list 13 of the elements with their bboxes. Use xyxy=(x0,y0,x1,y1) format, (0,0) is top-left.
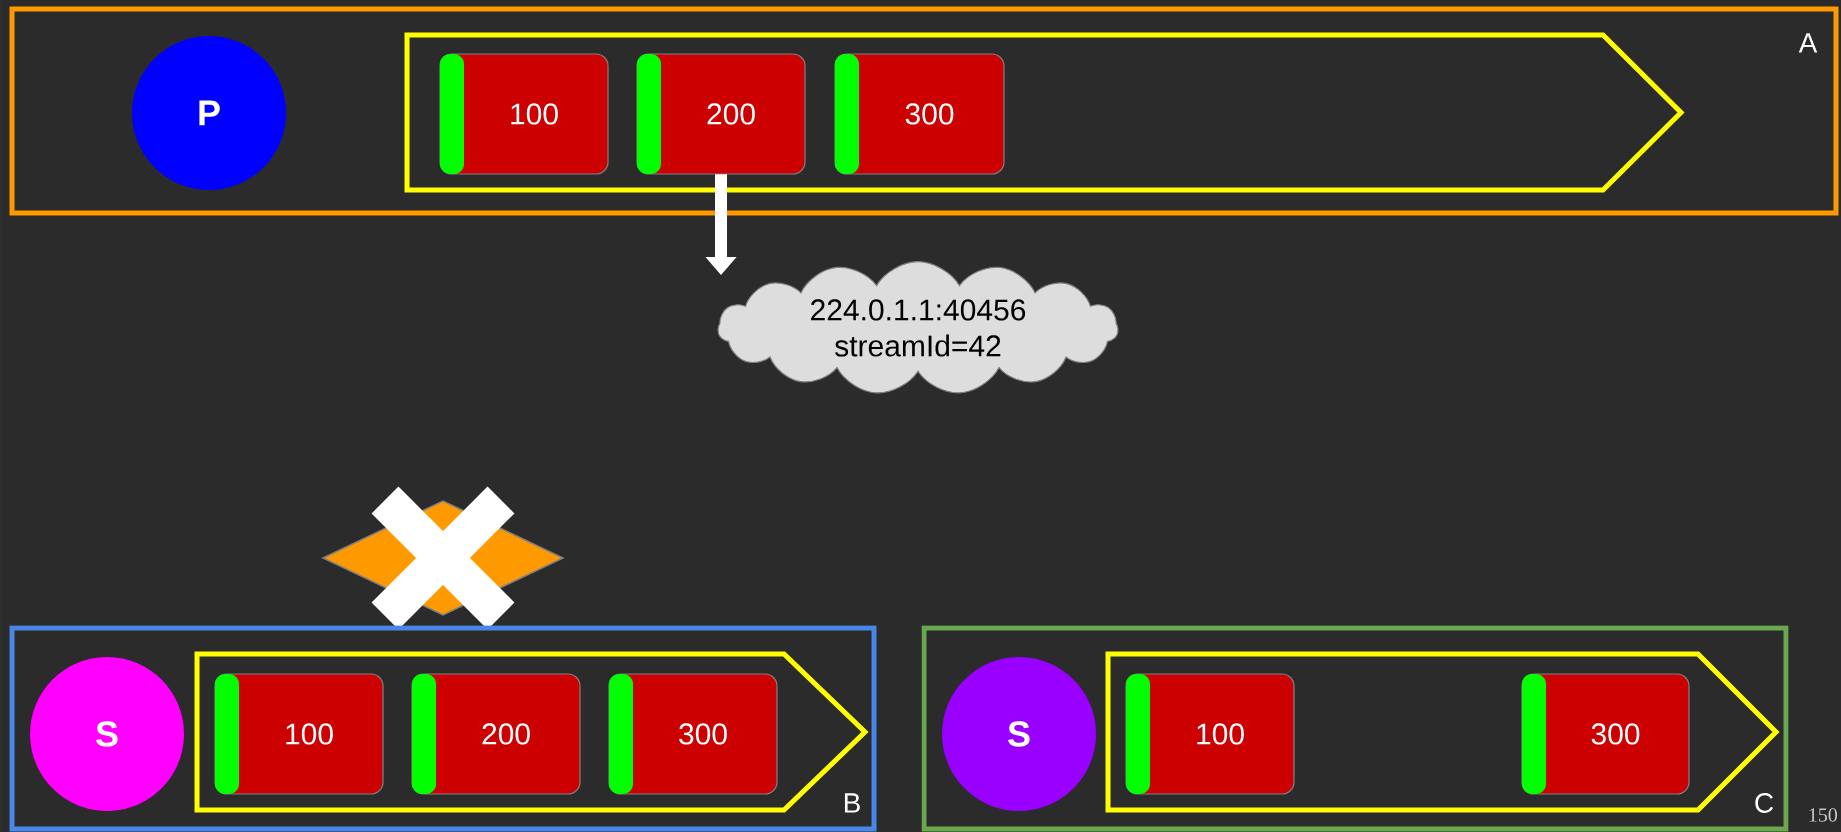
stream-pentagon xyxy=(404,32,1685,193)
message-box: 200 xyxy=(411,673,581,795)
message-box: 100 xyxy=(1125,673,1295,795)
message-box: 300 xyxy=(608,673,778,795)
stream-pentagon xyxy=(194,651,869,813)
message-box: 300 xyxy=(834,53,1005,175)
message-box: 100 xyxy=(214,673,384,795)
page-number: 150 xyxy=(1809,808,1838,822)
message-box: 300 xyxy=(1521,673,1690,795)
message-box: 200 xyxy=(636,53,806,175)
address-cloud: 224.0.1.1:40456 streamId=42 xyxy=(717,261,1119,394)
message-box: 100 xyxy=(439,53,609,175)
stream-pentagon xyxy=(1105,651,1780,813)
